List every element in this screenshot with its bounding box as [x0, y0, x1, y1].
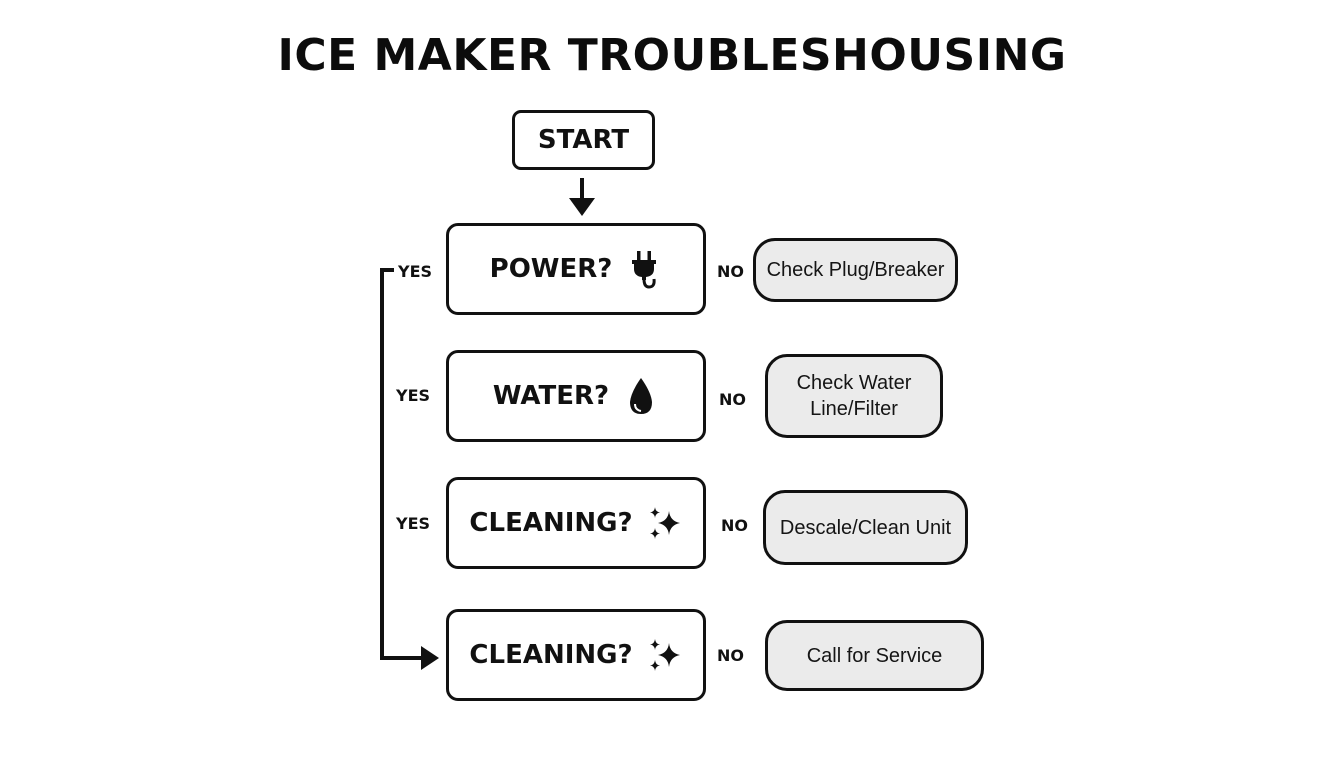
start-arrow-shaft: [580, 178, 584, 202]
decision-cleaning-final: CLEANING?: [446, 609, 706, 701]
decision-power-label: POWER?: [489, 254, 613, 284]
yes-label-cleaning: YES: [396, 514, 431, 533]
diagram-title: ICE MAKER TROUBLESHOUSING: [277, 30, 1067, 81]
start-node: START: [512, 110, 655, 170]
yes-connector-vertical: [380, 268, 384, 660]
action-descale-clean-unit-text: Descale/Clean Unit: [779, 516, 952, 539]
sparkles-icon: [647, 503, 683, 543]
decision-water: WATER?: [446, 350, 706, 442]
action-check-water-line-text-2: Line/Filter: [810, 398, 898, 420]
decision-water-label: WATER?: [492, 381, 610, 411]
action-check-water-line: Check Water Line/Filter: [765, 354, 943, 438]
decision-cleaning-label: CLEANING?: [469, 508, 633, 538]
no-label-water: NO: [719, 390, 746, 409]
yes-connector-bottom: [380, 656, 424, 660]
no-label-power: NO: [717, 262, 744, 281]
action-check-water-line-text-1: Check Water: [796, 372, 912, 394]
decision-cleaning-final-label: CLEANING?: [469, 640, 633, 670]
start-label: START: [537, 125, 630, 155]
action-check-plug-breaker-text: Check Plug/Breaker: [766, 259, 945, 281]
decision-power: POWER?: [446, 223, 706, 315]
action-check-plug-breaker: Check Plug/Breaker: [753, 238, 958, 302]
no-label-cleaning-final: NO: [717, 646, 744, 665]
yes-connector-top: [380, 268, 394, 272]
water-drop-icon: [623, 376, 659, 416]
action-call-for-service: Call for Service: [765, 620, 984, 691]
plug-icon: [626, 249, 662, 289]
start-arrow-head: [569, 198, 595, 216]
sparkles-icon: [647, 635, 683, 675]
action-descale-clean-unit: Descale/Clean Unit: [763, 490, 968, 565]
yes-connector-arrowhead: [421, 646, 439, 670]
action-call-for-service-text: Call for Service: [806, 644, 943, 667]
decision-cleaning: CLEANING?: [446, 477, 706, 569]
no-label-cleaning: NO: [721, 516, 748, 535]
yes-label-water: YES: [396, 386, 431, 405]
yes-label-power: YES: [398, 262, 433, 281]
